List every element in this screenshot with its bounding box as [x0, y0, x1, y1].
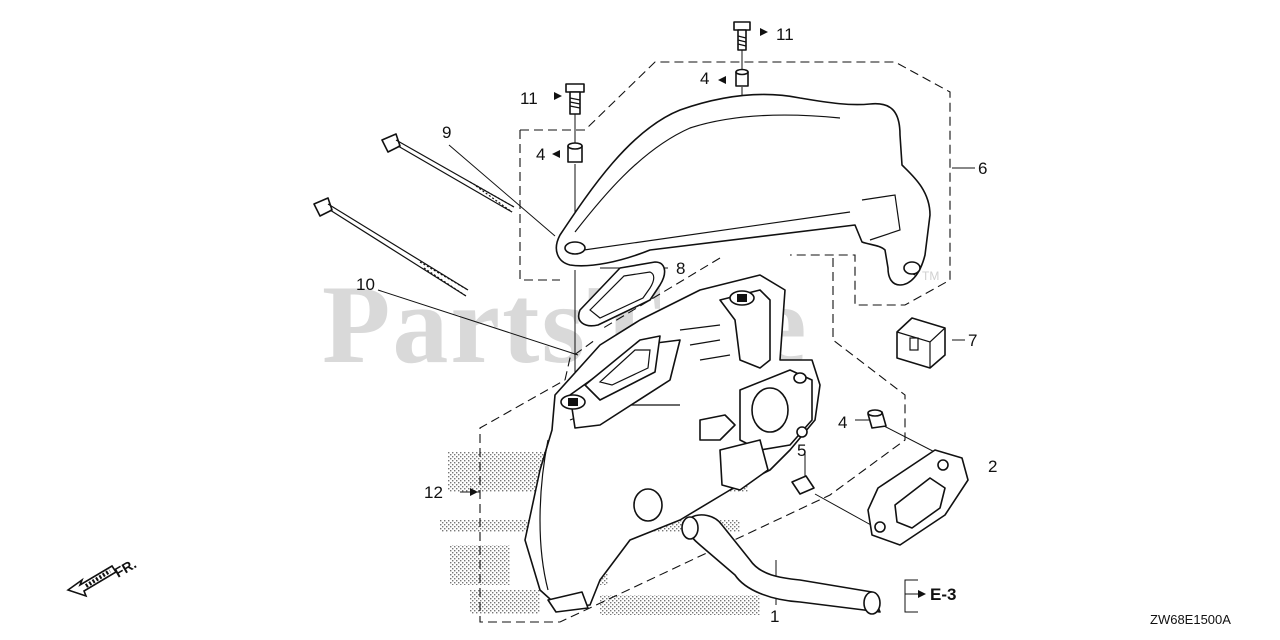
watermark-trademark: TM — [922, 269, 939, 283]
callout-7: 7 — [968, 331, 977, 350]
callout-10: 10 — [356, 275, 375, 294]
callout-1: 1 — [770, 607, 779, 626]
callout-12: 12 — [424, 483, 443, 502]
collar-left — [567, 142, 583, 163]
breather-tube — [681, 514, 881, 615]
callout-2: 2 — [988, 457, 997, 476]
long-bolt-10 — [313, 197, 469, 297]
collar-top — [735, 68, 749, 87]
foam-block — [896, 317, 946, 369]
flange-bolt-top — [733, 21, 751, 51]
callout-5: 5 — [797, 441, 806, 460]
callout-4-top: 4 — [700, 69, 709, 88]
cover-seal — [578, 261, 666, 327]
collar-right — [867, 409, 887, 429]
flange-bolt-left — [565, 83, 585, 115]
callout-6: 6 — [978, 159, 987, 178]
gasket — [867, 449, 969, 546]
reference-label-e3: E-3 — [930, 585, 956, 604]
front-direction-label: FR. — [112, 555, 140, 580]
callout-9: 9 — [442, 123, 451, 142]
callout-4-right: 4 — [838, 413, 847, 432]
diagram-code: ZW68E1500A — [1150, 612, 1231, 627]
callout-11-left: 11 — [520, 89, 538, 108]
air-cleaner-case — [524, 274, 821, 613]
reference-bracket — [904, 579, 926, 613]
collar — [791, 475, 815, 495]
long-bolt-9 — [381, 133, 515, 213]
assembly-outline-dashed — [479, 61, 951, 623]
callout-arrowheads — [470, 28, 768, 496]
air-cleaner-cover — [555, 93, 931, 286]
front-direction-arrow-icon — [66, 564, 118, 598]
callout-4-left: 4 — [536, 145, 545, 164]
callout-8: 8 — [676, 259, 685, 278]
callout-11-top: 11 — [776, 25, 794, 44]
